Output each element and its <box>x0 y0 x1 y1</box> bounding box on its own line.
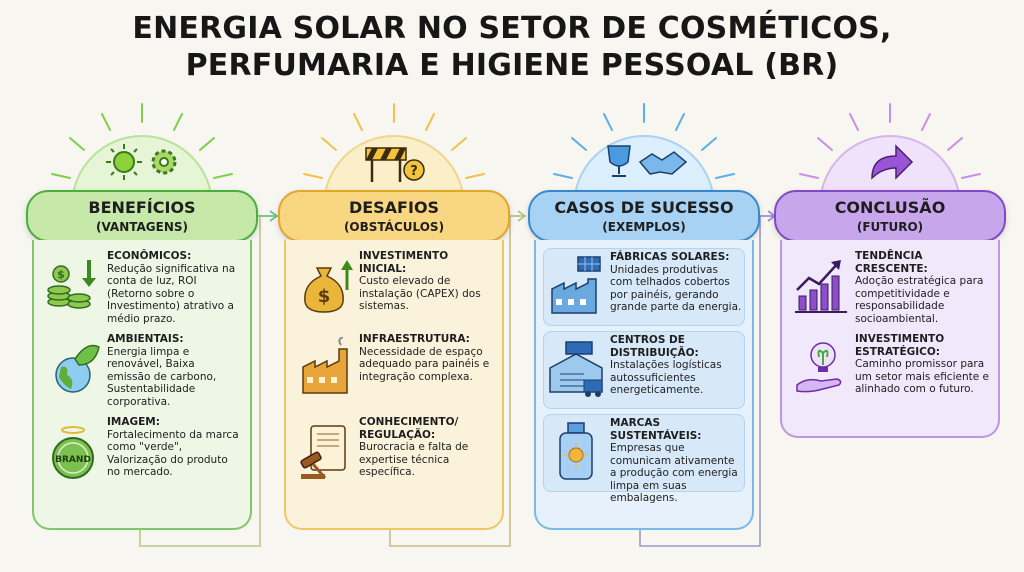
gavel-document-icon <box>300 425 346 479</box>
leaf-globe-icon <box>55 344 100 393</box>
item-label: CENTROS DE DISTRIBUIÇÃO: <box>610 334 699 359</box>
item-text: Empresas que comunicam ativamente a prod… <box>610 442 738 504</box>
item-text: Caminho promissor para um setor mais efi… <box>855 358 989 395</box>
sun-rays-icon <box>51 103 233 206</box>
list-item: INVESTIMENTO ESTRATÉGICO:Caminho promiss… <box>789 331 991 409</box>
heading-subtitle: (VANTAGENS) <box>95 220 189 234</box>
item-text: Energia limpa e renovável, Baixa emissão… <box>107 345 217 408</box>
svg-text:?: ? <box>410 164 418 179</box>
heading-title: BENEFÍCIOS <box>88 198 196 217</box>
list-item: FÁBRICAS SOLARES:Unidades produtivas com… <box>543 248 745 326</box>
list-item: AMBIENTAIS:Energia limpa e renovável, Ba… <box>41 331 243 409</box>
item-label: ECONÔMICOS: <box>107 250 192 262</box>
title-line-2: PERFUMARIA E HIGIENE PESSOAL (BR) <box>185 48 839 83</box>
heading-benefits: BENEFÍCIOS (VANTAGENS) <box>26 190 258 242</box>
list-item: CENTROS DE DISTRIBUIÇÃO:Instalações logí… <box>543 331 745 409</box>
forward-arrow-icon <box>871 144 914 180</box>
item-label: AMBIENTAIS: <box>107 333 184 345</box>
panel-success-cases: FÁBRICAS SOLARES:Unidades produtivas com… <box>534 240 754 530</box>
growth-chart-icon <box>795 260 847 313</box>
solar-bottle-icon <box>559 422 593 480</box>
column-benefits: BENEFÍCIOS (VANTAGENS) $ ECONÔMICOS:Redu… <box>26 0 258 572</box>
heading-subtitle: (OBSTÁCULOS) <box>343 220 445 234</box>
lightbulb-hand-icon <box>796 342 842 393</box>
list-item: $ INVESTIMENTO INICIAL:Custo elevado de … <box>293 248 495 326</box>
factory-icon <box>302 337 348 394</box>
heading-conclusion: CONCLUSÃO (FUTURO) <box>774 190 1006 242</box>
column-conclusion: CONCLUSÃO (FUTURO) TENDÊNCIA CRESCENTE:A… <box>774 0 1006 572</box>
heading-challenges: DESAFIOS (OBSTÁCULOS) <box>278 190 510 242</box>
title-line-1: ENERGIA SOLAR NO SETOR DE COSMÉTICOS, <box>132 11 892 46</box>
item-label: FÁBRICAS SOLARES: <box>610 251 730 263</box>
heading-title: CONCLUSÃO <box>834 198 946 217</box>
heading-title: CASOS DE SUCESSO <box>554 198 734 217</box>
brand-seal-text: BRAND <box>55 455 91 465</box>
item-text: Necessidade de espaço adequado para pain… <box>359 345 490 383</box>
item-label: TENDÊNCIA CRESCENTE: <box>855 250 928 275</box>
list-item: INFRAESTRUTURA:Necessidade de espaço ade… <box>293 331 495 409</box>
heading-subtitle: (EXEMPLOS) <box>602 220 686 234</box>
brand-seal-icon: BRAND <box>52 426 94 479</box>
item-text: Redução significativa na conta de luz, R… <box>107 262 236 325</box>
money-bag-icon: $ <box>304 260 353 313</box>
trophy-handshake-icon <box>607 145 688 177</box>
item-text: Unidades produtivas com telhados coberto… <box>610 263 742 314</box>
heading-subtitle: (FUTURO) <box>856 220 924 234</box>
page-title: ENERGIA SOLAR NO SETOR DE COSMÉTICOS, PE… <box>0 10 1024 84</box>
sun-rays-icon <box>303 103 485 206</box>
item-label: INFRAESTRUTURA: <box>359 333 470 345</box>
item-text: Burocracia e falta de expertise técnica … <box>359 441 469 478</box>
list-item: TENDÊNCIA CRESCENTE:Adoção estratégica p… <box>789 248 991 326</box>
item-label: MARCAS SUSTENTÁVEIS: <box>610 417 702 442</box>
item-text: Custo elevado de instalação (CAPEX) dos … <box>359 275 481 312</box>
warehouse-truck-icon <box>549 341 603 397</box>
svg-text:$: $ <box>57 268 65 281</box>
sun-rays-icon <box>799 103 981 206</box>
roadblock-icon: ? <box>365 147 425 182</box>
item-text: Instalações logísticas autossuficientes … <box>610 359 722 396</box>
column-challenges: ? DESAFIOS (OBSTÁCULOS) $ INVESTIMENTO I… <box>278 0 510 572</box>
heading-title: DESAFIOS <box>348 198 440 217</box>
column-success-cases: CASOS DE SUCESSO (EXEMPLOS) FÁBRICAS SOL… <box>528 0 760 572</box>
item-text: Adoção estratégica para competitividade … <box>855 275 984 325</box>
money-stack-icon: $ <box>47 260 96 309</box>
panel-conclusion: TENDÊNCIA CRESCENTE:Adoção estratégica p… <box>780 240 1000 438</box>
svg-text:$: $ <box>318 286 331 307</box>
panel-benefits: $ ECONÔMICOS:Redução significativa na co… <box>32 240 252 530</box>
list-item: CONHECIMENTO/ REGULAÇÃO:Burocracia e fal… <box>293 414 495 492</box>
list-item: $ ECONÔMICOS:Redução significativa na co… <box>41 248 243 326</box>
list-item: BRAND IMAGEM:Fortalecimento da marca com… <box>41 414 243 492</box>
item-label: INVESTIMENTO INICIAL: <box>359 250 449 275</box>
list-item: MARCAS SUSTENTÁVEIS:Empresas que comunic… <box>543 414 745 504</box>
heading-success-cases: CASOS DE SUCESSO (EXEMPLOS) <box>528 190 760 242</box>
item-text: Fortalecimento da marca como "verde", Va… <box>107 428 239 479</box>
panel-challenges: $ INVESTIMENTO INICIAL:Custo elevado de … <box>284 240 504 530</box>
item-label: IMAGEM: <box>107 416 160 428</box>
solar-factory-icon <box>551 256 601 314</box>
item-label: CONHECIMENTO/ REGULAÇÃO: <box>359 416 459 441</box>
sun-gear-icon <box>106 144 177 180</box>
item-label: INVESTIMENTO ESTRATÉGICO: <box>855 333 945 358</box>
